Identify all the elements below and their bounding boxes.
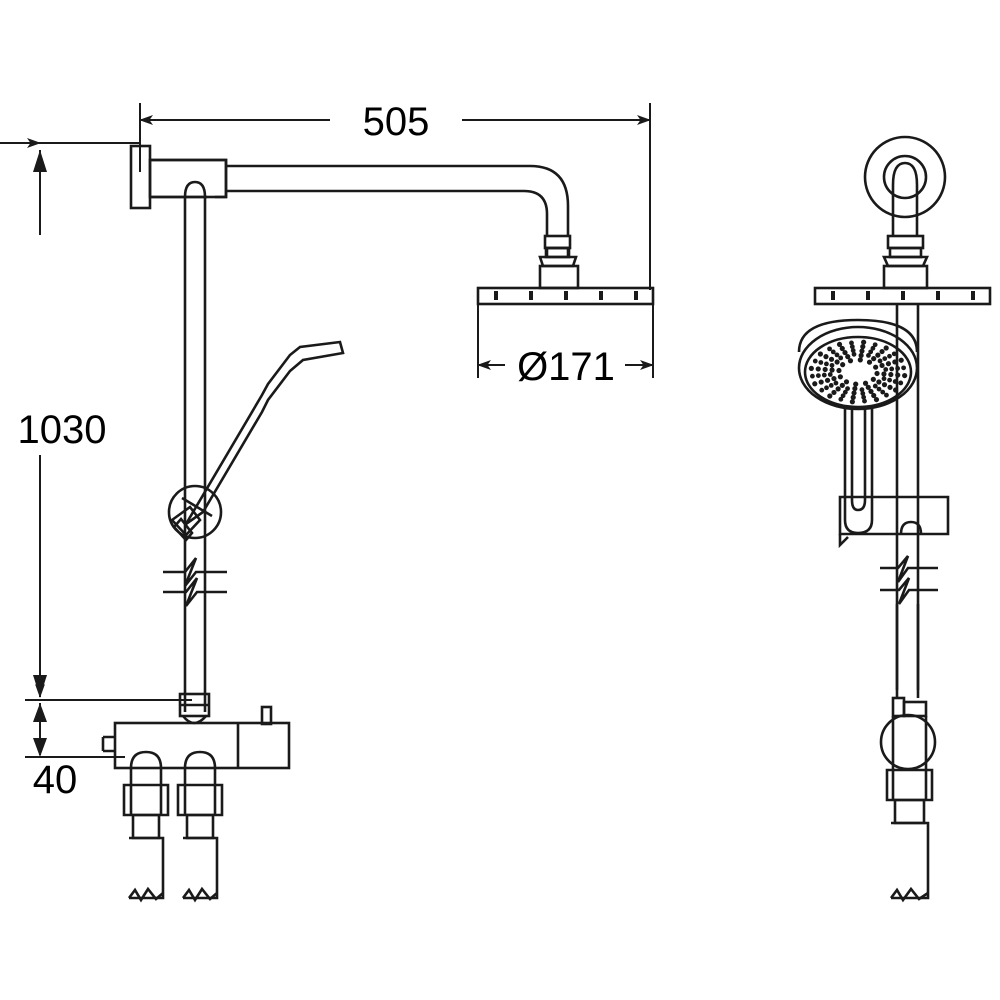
overhead-shower-head-plate-front <box>813 286 992 306</box>
handshower-spray-holes <box>808 339 908 405</box>
thermostatic-valve-body <box>101 692 291 770</box>
dimension-label-505: 505 <box>363 100 430 144</box>
handshower <box>167 340 345 542</box>
riser-rail <box>183 180 207 712</box>
handshower-handle-front <box>843 405 874 535</box>
dimension-lines <box>0 103 654 758</box>
dimension-label-d171: Ø171 <box>517 345 615 389</box>
overhead-shower-head-body <box>538 264 580 290</box>
overhead-shower-head-plate <box>476 286 655 306</box>
dimension-1030 <box>0 138 192 701</box>
break-symbol-front <box>880 555 938 605</box>
dimension-labels: 505 1030 40 Ø171 <box>18 100 615 802</box>
arm-connector <box>538 234 578 268</box>
arm-connector-front <box>881 234 930 268</box>
valve-body-front <box>879 696 937 903</box>
dimension-label-1030: 1030 <box>18 408 107 452</box>
handshower-holder-bracket <box>838 495 950 549</box>
supply-connections <box>122 750 224 903</box>
wall-flange-round <box>863 135 947 219</box>
dimension-label-40: 40 <box>33 758 78 802</box>
front-view <box>797 135 992 903</box>
shower-arm <box>226 164 570 236</box>
dimension-505 <box>139 103 651 290</box>
arm-hub <box>148 158 228 199</box>
break-symbol-riser <box>163 557 227 607</box>
overhead-shower-head-body-front <box>882 264 929 290</box>
dimension-d171 <box>477 300 654 378</box>
side-view <box>101 144 655 903</box>
shower-arm-end <box>891 161 919 236</box>
flexible-hose-front <box>895 604 920 698</box>
dimension-40 <box>25 703 125 758</box>
handshower-face <box>797 318 919 411</box>
